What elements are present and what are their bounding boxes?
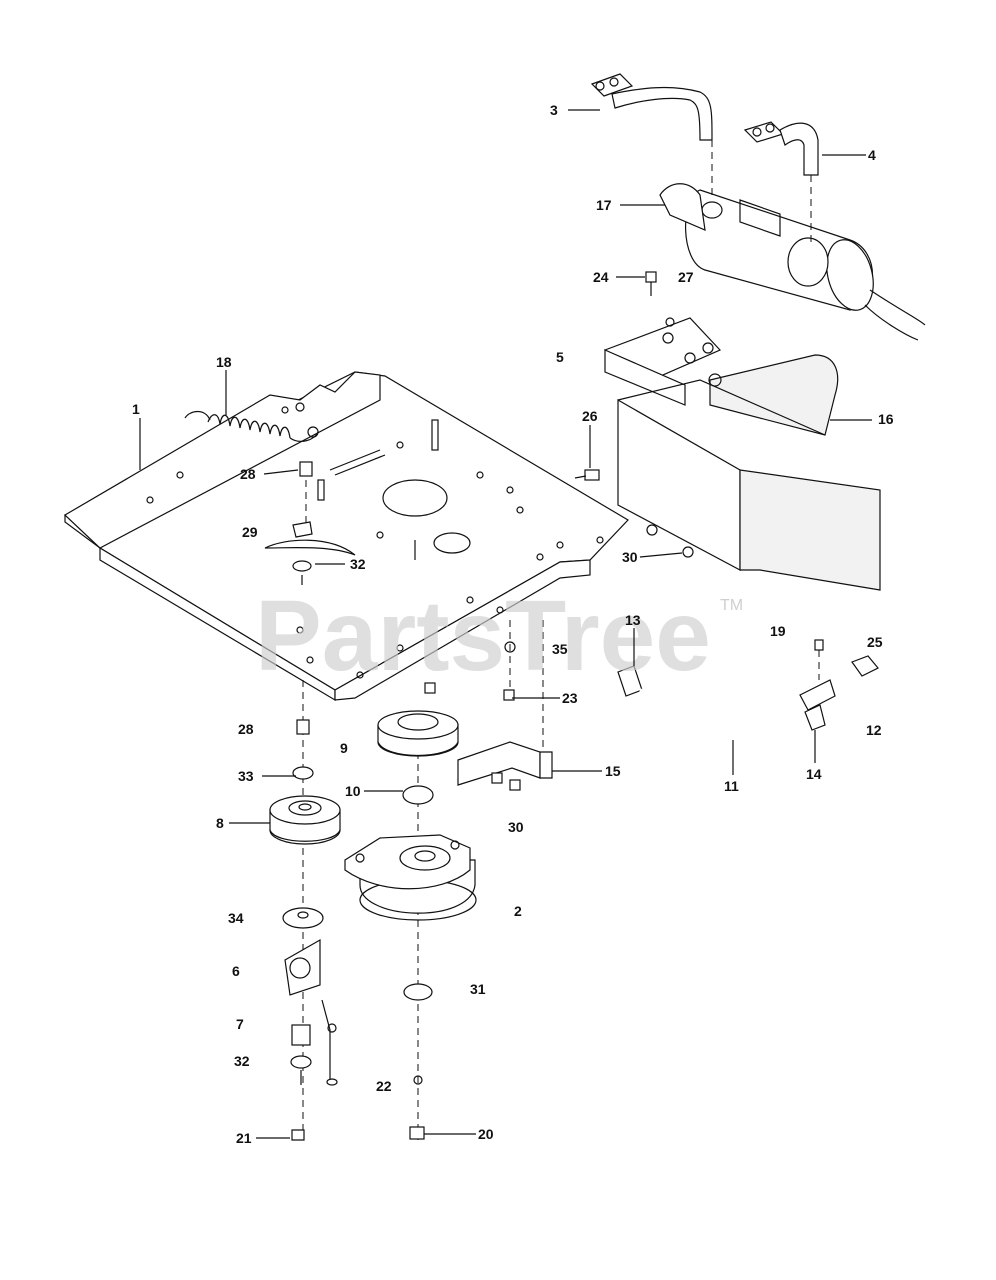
nut-29 [292,521,313,538]
exhaust-pipe-4 [779,122,819,176]
nut-under-plate [424,682,436,694]
muffler-assembly [590,73,926,341]
callout-28-top: 28 [240,466,256,482]
nut-21 [291,1129,305,1141]
callout-6: 6 [232,963,240,979]
spacer-10 [402,785,434,805]
nut-30-top [646,524,658,536]
callout-8: 8 [216,815,224,831]
bolt-20 [409,1126,425,1140]
bushing-28-top [299,461,313,477]
callout-14: 14 [806,766,822,782]
callout-25: 25 [867,634,883,650]
fitting-25 [851,655,879,677]
bolt-26 [574,469,600,481]
callout-13: 13 [625,612,641,628]
callout-16: 16 [878,411,894,427]
exhaust-flange-4 [743,121,785,143]
washer-33 [292,766,314,780]
bolt-23 [503,689,515,701]
washer-32-top [292,560,312,572]
callout-11: 11 [724,778,739,794]
callout-21: 21 [236,1130,252,1146]
callout-29: 29 [242,524,258,540]
callout-32-low: 32 [234,1053,250,1069]
callout-18: 18 [216,354,232,370]
deck-plate-1 [63,371,629,702]
callout-3: 3 [550,102,558,118]
callout-28-low: 28 [238,721,254,737]
callout-30-low: 30 [508,819,524,835]
callout-34: 34 [228,910,244,926]
washer-31 [403,983,433,1001]
arm-29 [264,539,356,556]
callout-23: 23 [562,690,578,706]
bushing-7 [291,1024,311,1046]
callout-15: 15 [605,763,621,779]
clutch-2 [344,834,477,921]
screw-19 [814,639,824,651]
heat-shield-17 [659,183,706,231]
callout-4: 4 [868,147,876,163]
muffler-outlet [787,237,829,287]
callout-10: 10 [345,783,361,799]
bolt-24 [645,271,657,283]
idler-pulley-8 [269,795,341,845]
callout-33: 33 [238,768,254,784]
watermark-tm: TM [720,597,743,614]
callout-26: 26 [582,408,598,424]
callout-22: 22 [376,1078,392,1094]
heat-shield-16 [617,354,881,591]
callout-31: 31 [470,981,486,997]
pulley-9 [377,710,459,757]
callout-30-top: 30 [622,549,638,565]
callout-35: 35 [552,641,568,657]
callout-7: 7 [236,1016,244,1032]
callout-9: 9 [340,740,348,756]
callout-27: 27 [678,269,694,285]
bracket-15 [457,741,553,791]
callout-12: 12 [866,722,882,738]
callout-5: 5 [556,349,564,365]
callout-32-top: 32 [350,556,366,572]
callout-1: 1 [132,401,140,417]
idler-arm-6 [284,938,321,996]
mount-bracket-5 [603,317,722,406]
fuel-line-11 [617,639,879,738]
washer-22 [413,1075,423,1085]
callout-19: 19 [770,623,786,639]
callout-labels: 1 2 3 4 5 6 7 8 9 10 11 12 13 14 15 16 1… [132,102,894,1146]
spring-18 [184,410,319,442]
bushing-28-low [296,719,310,735]
leader-lines [139,109,872,1139]
callout-24: 24 [593,269,609,285]
watermark: PartsTree [255,580,711,692]
callout-2: 2 [514,903,522,919]
clamp-14 [804,704,826,731]
callout-17: 17 [596,197,612,213]
washer-32-low [290,1055,312,1069]
exhaust-pipe-3 [611,86,713,141]
callout-20: 20 [478,1126,494,1142]
